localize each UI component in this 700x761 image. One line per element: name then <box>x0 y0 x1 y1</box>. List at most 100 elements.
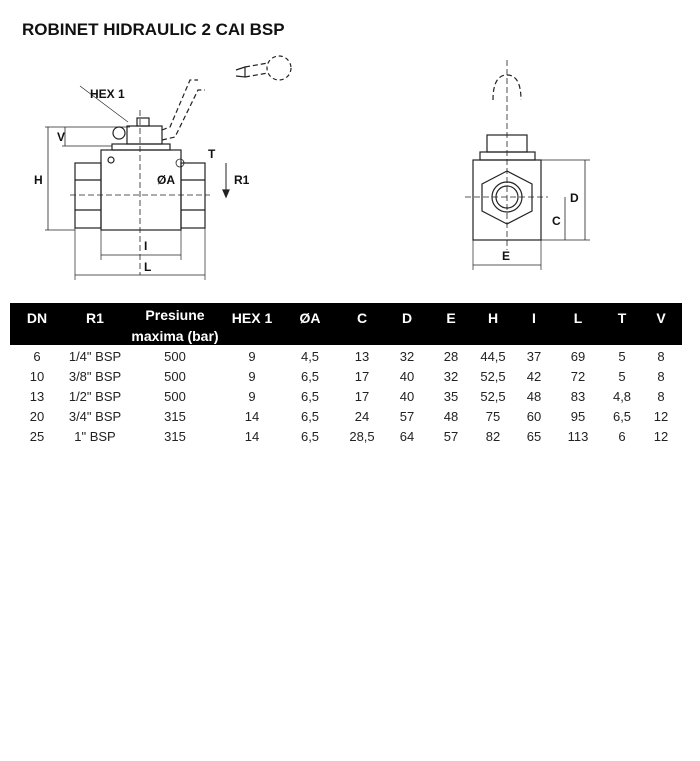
label-e: E <box>502 249 510 263</box>
table-cell: 500 <box>164 389 186 404</box>
table-row: 20 3/4" BSP 315 14 6,5 24 57 48 75 60 95 6,5 12 <box>0 409 700 429</box>
table-cell: 57 <box>399 409 415 424</box>
table-cell: 37 <box>526 349 542 364</box>
column-header: HEX 1 <box>231 310 273 326</box>
table-cell: 113 <box>567 429 589 444</box>
column-header: I <box>532 310 536 326</box>
table-cell: 24 <box>354 409 370 424</box>
label-oa: ØA <box>157 173 175 187</box>
table-cell: 35 <box>443 389 459 404</box>
table-cell: 40 <box>399 389 415 404</box>
column-header: D <box>401 310 413 326</box>
table-cell: 3/8" BSP <box>68 369 122 384</box>
column-header: H <box>487 310 499 326</box>
table-cell: 1" BSP <box>74 429 116 444</box>
table-cell: 20 <box>29 409 45 424</box>
valve-technical-drawing: HEX 1 V H T ØA R1 I L D C E <box>34 55 590 280</box>
table-cell: 13 <box>354 349 370 364</box>
label-hex1: HEX 1 <box>90 87 125 101</box>
table-cell: 500 <box>164 349 186 364</box>
table-cell: 28 <box>443 349 459 364</box>
table-row: 10 3/8" BSP 500 9 6,5 17 40 32 52,5 42 72 5 8 <box>0 369 700 389</box>
table-cell: 52,5 <box>480 369 506 384</box>
table-cell: 44,5 <box>480 349 506 364</box>
table-cell: 17 <box>354 369 370 384</box>
column-header: ØA <box>299 310 321 326</box>
table-cell: 6,5 <box>300 389 320 404</box>
table-cell: 42 <box>526 369 542 384</box>
table-header: DN R1 Presiune maxima (bar) HEX 1 ØA C D E H I L T V <box>10 303 682 345</box>
table-cell: 60 <box>526 409 542 424</box>
table-cell: 12 <box>653 429 669 444</box>
table-cell: 52,5 <box>480 389 506 404</box>
table-cell: 500 <box>164 369 186 384</box>
table-cell: 69 <box>570 349 586 364</box>
column-header: R1 <box>86 310 104 326</box>
front-view <box>465 60 590 270</box>
column-header: V <box>656 310 666 326</box>
table-cell: 5 <box>618 369 626 384</box>
column-header: T <box>617 310 627 326</box>
table-cell: 315 <box>164 429 186 444</box>
table-cell: 10 <box>29 369 45 384</box>
table-cell: 4,5 <box>300 349 320 364</box>
table-cell: 72 <box>570 369 586 384</box>
table-cell: 6,5 <box>612 409 632 424</box>
label-r1: R1 <box>234 173 250 187</box>
table-cell: 8 <box>657 349 665 364</box>
table-cell: 6,5 <box>300 409 320 424</box>
table-cell: 5 <box>618 349 626 364</box>
table-row: 13 1/2" BSP 500 9 6,5 17 40 35 52,5 48 83 4,8 8 <box>0 389 700 409</box>
column-header: DN <box>26 310 48 326</box>
table-cell: 12 <box>653 409 669 424</box>
label-c: C <box>552 214 561 228</box>
table-cell: 82 <box>485 429 501 444</box>
table-cell: 9 <box>248 389 256 404</box>
table-cell: 83 <box>570 389 586 404</box>
table-cell: 1/4" BSP <box>68 349 122 364</box>
table-cell: 40 <box>399 369 415 384</box>
table-cell: 14 <box>244 409 260 424</box>
table-cell: 25 <box>29 429 45 444</box>
column-header: L <box>573 310 583 326</box>
table-cell: 65 <box>526 429 542 444</box>
table-cell: 32 <box>443 369 459 384</box>
table-cell: 57 <box>443 429 459 444</box>
table-cell: 8 <box>657 389 665 404</box>
table-cell: 3/4" BSP <box>68 409 122 424</box>
table-cell: 75 <box>485 409 501 424</box>
table-cell: 17 <box>354 389 370 404</box>
table-cell: 95 <box>570 409 586 424</box>
label-i: I <box>144 239 147 253</box>
table-cell: 28,5 <box>349 429 375 444</box>
table-cell: 48 <box>526 389 542 404</box>
header-line: maxima (bar) <box>131 328 219 344</box>
table-cell: 8 <box>657 369 665 384</box>
table-cell: 1/2" BSP <box>68 389 122 404</box>
label-d: D <box>570 191 579 205</box>
label-l: L <box>144 260 151 274</box>
table-cell: 48 <box>443 409 459 424</box>
table-cell: 64 <box>399 429 415 444</box>
table-cell: 6,5 <box>300 369 320 384</box>
table-cell: 4,8 <box>612 389 632 404</box>
label-h: H <box>34 173 43 187</box>
table-cell: 13 <box>29 389 45 404</box>
table-cell: 9 <box>248 369 256 384</box>
table-cell: 32 <box>399 349 415 364</box>
table-cell: 6 <box>618 429 626 444</box>
side-view <box>45 55 292 280</box>
header-line: Presiune <box>145 307 205 323</box>
table-cell: 9 <box>248 349 256 364</box>
table-row: 6 1/4" BSP 500 9 4,5 13 32 28 44,5 37 69 5 8 <box>0 349 700 369</box>
page-title: ROBINET HIDRAULIC 2 CAI BSP <box>22 20 285 39</box>
table-cell: 6 <box>33 349 41 364</box>
label-t: T <box>208 147 216 161</box>
table-cell: 6,5 <box>300 429 320 444</box>
column-header: Presiune maxima (bar) <box>131 305 218 347</box>
table-cell: 315 <box>164 409 186 424</box>
column-header: E <box>446 310 456 326</box>
column-header: C <box>356 310 368 326</box>
label-v: V <box>57 130 65 144</box>
